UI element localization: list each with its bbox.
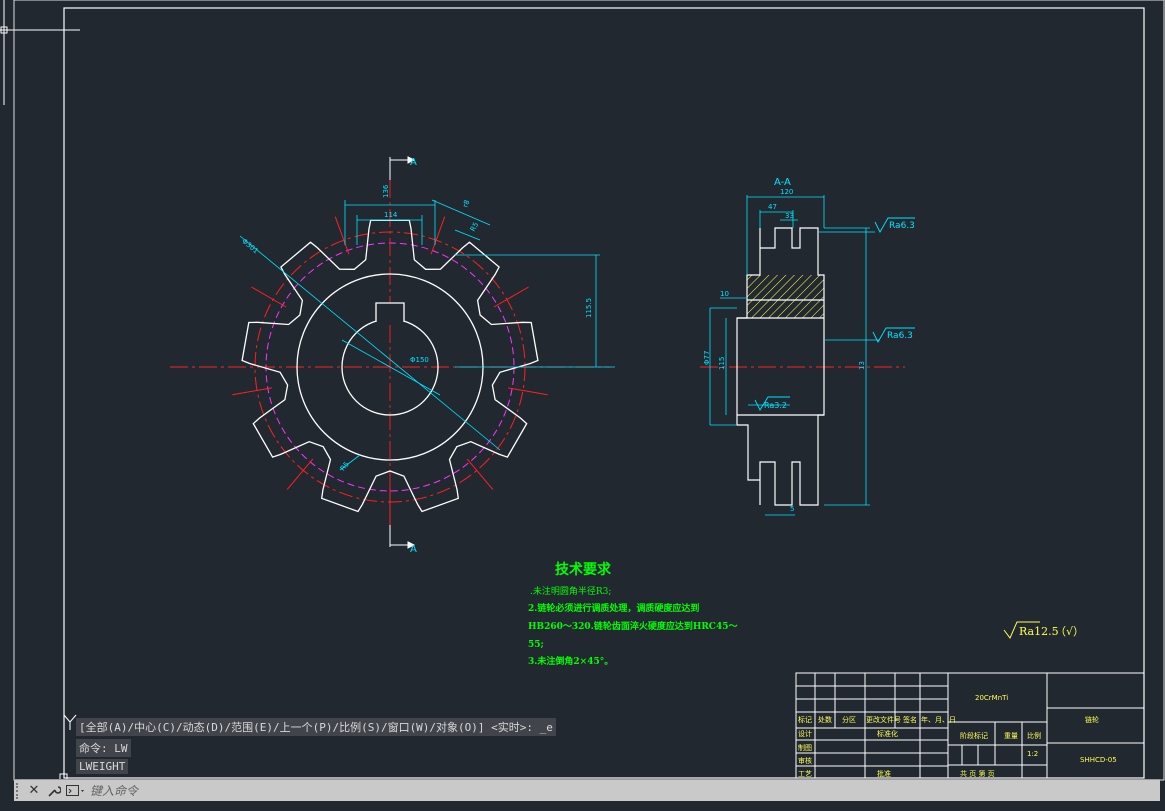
crosshair-cursor — [0, 0, 80, 105]
title-h-sign: 签名 — [903, 715, 917, 724]
dim-47: 47 — [768, 203, 777, 211]
title-h-stage: 阶段标记 — [960, 731, 988, 740]
dim-5: 5 — [790, 505, 794, 513]
title-material: 20CrMnTi — [975, 694, 1008, 702]
dim-115-5: 115.5 — [585, 298, 593, 318]
dim-10: 10 — [720, 290, 729, 298]
title-h-design: 设计 — [798, 729, 812, 738]
tech-line-4: 55; — [528, 640, 544, 650]
tech-line-5: 3.未注倒角2×45°。 — [528, 655, 613, 667]
general-roughness-symbol — [1003, 621, 1040, 639]
dim-114: 114 — [384, 211, 398, 219]
title-h-date: 年、月、日 — [921, 715, 956, 724]
dim-phi77: Φ77 — [703, 351, 711, 365]
gear-front-view[interactable] — [170, 180, 610, 527]
close-icon[interactable]: ✕ — [28, 783, 40, 798]
roughness-ra3-2: Ra3.2 — [764, 401, 787, 410]
command-prompt-icon[interactable] — [64, 781, 88, 801]
title-h-check: 审核 — [798, 756, 812, 765]
roughness-ra6-3-top: Ra6.3 — [889, 221, 915, 231]
title-h-mark: 标记 — [798, 715, 812, 724]
customize-wrench-icon[interactable] — [44, 781, 64, 801]
title-drawing-no: SHHCD-05 — [1080, 756, 1117, 764]
dim-r8: r8 — [461, 199, 471, 209]
roughness-ra6-3-mid: Ra6.3 — [887, 331, 913, 341]
title-h-docno: 更改文件号 — [866, 715, 901, 724]
gear-dimensions — [239, 199, 615, 471]
title-h-approve: 批准 — [877, 769, 891, 778]
title-h-scale: 比例 — [1027, 731, 1041, 740]
general-roughness-suffix: （√） — [1055, 625, 1084, 638]
section-view-label: A-A — [774, 177, 791, 188]
command-bar-grip[interactable] — [16, 782, 24, 799]
title-block[interactable]: 20CrMnTi 链轮 SHHCD-05 标记 处数 分区 更改文件号 签名 年… — [795, 672, 1145, 779]
title-h-standard: 标准化 — [877, 729, 898, 738]
section-marker-top — [389, 156, 416, 180]
title-part-name: 链轮 — [1085, 715, 1099, 724]
command-history-line-2: 命令: LW — [76, 739, 131, 757]
title-h-weight: 重量 — [1004, 732, 1018, 740]
command-history-line-3: LWEIGHT — [76, 759, 129, 774]
title-h-total: 共 页 第 页 — [960, 769, 995, 778]
tech-line-2: 2.链轮必须进行调质处理，调质硬度应达到 — [528, 602, 699, 614]
dim-r5-bottom: R5 — [339, 460, 351, 472]
section-view[interactable] — [700, 195, 915, 516]
dim-13: 13 — [858, 361, 866, 370]
section-marker-top-label: A — [410, 157, 417, 168]
tech-title: 技术要求 — [555, 561, 612, 578]
command-input[interactable] — [88, 780, 1160, 801]
title-h-zone: 分区 — [842, 715, 856, 724]
dim-phi150: Φ150 — [410, 356, 429, 364]
section-marker-bottom-label: A — [410, 544, 417, 555]
dim-33: 33 — [785, 212, 794, 220]
title-h-count: 处数 — [818, 715, 832, 724]
title-h-draw: 制图 — [798, 743, 812, 752]
title-h-process: 工艺 — [798, 770, 812, 778]
section-marker-bottom — [389, 525, 416, 549]
title-scale-value: 1:2 — [1027, 750, 1038, 758]
dim-r5: R5 — [469, 221, 481, 233]
command-bar: ✕ — [14, 779, 1160, 801]
ucs-icon — [59, 714, 77, 782]
dim-136: 136 — [382, 184, 390, 198]
dim-phi301: Φ301 — [240, 237, 260, 255]
tech-line-1: .未注明圆角半径R3; — [530, 585, 611, 597]
drawing-frame-inner — [63, 7, 1145, 779]
general-roughness-value: Ra12.5 — [1019, 625, 1059, 638]
technical-requirements: 技术要求 .未注明圆角半径R3; 2.链轮必须进行调质处理，调质硬度应达到 HB… — [528, 561, 738, 667]
dim-115: 115 — [718, 357, 726, 370]
tech-line-3: HB260～320.链轮齿面淬火硬度应达到HRC45～ — [528, 620, 738, 632]
command-history-line-1: [全部(A)/中心(C)/动态(D)/范围(E)/上一个(P)/比例(S)/窗口… — [76, 718, 556, 736]
dim-120: 120 — [780, 188, 793, 196]
